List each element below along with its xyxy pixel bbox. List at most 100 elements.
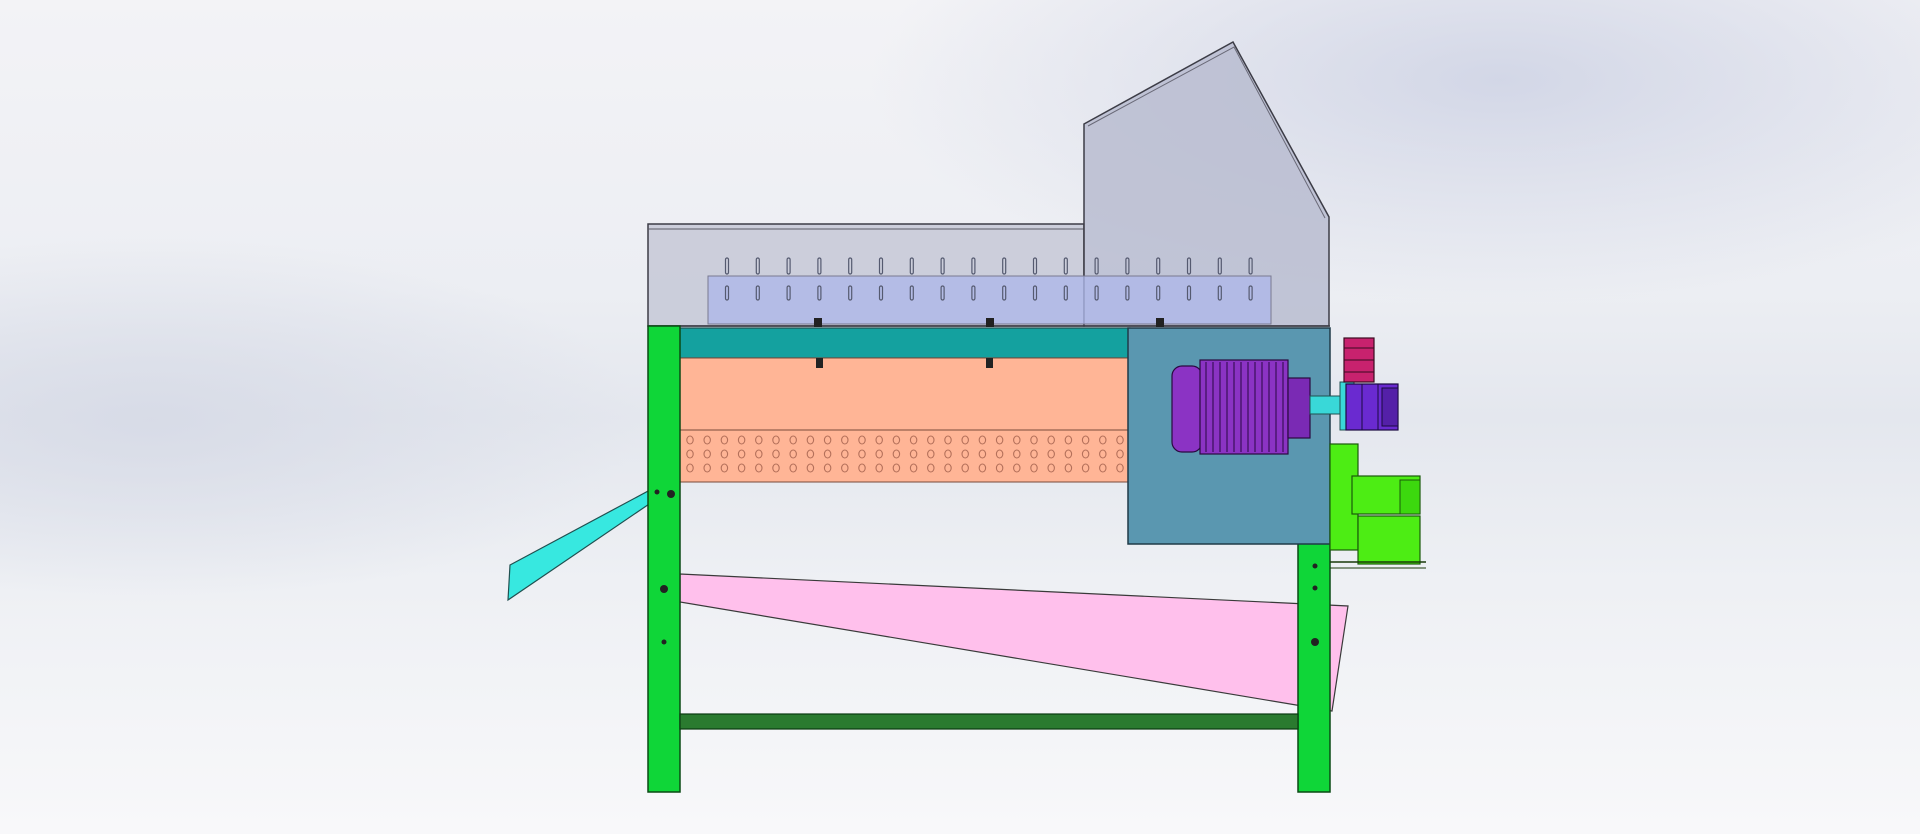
drum-hole xyxy=(1081,463,1090,473)
drum-hole xyxy=(1099,449,1107,459)
comb-tooth xyxy=(1156,257,1161,275)
comb-tooth xyxy=(1002,285,1007,301)
comb-tooth xyxy=(817,285,822,301)
drum-hole xyxy=(1116,449,1124,459)
motor-flange xyxy=(1287,377,1311,439)
comb-tooth xyxy=(1125,285,1130,301)
drum-hole xyxy=(1030,435,1038,445)
drum-hole xyxy=(806,463,815,473)
drum-holes xyxy=(686,435,1124,473)
drum-hole xyxy=(909,449,918,459)
drum-hole xyxy=(978,435,987,445)
drum-hole xyxy=(892,449,901,459)
comb-tooth xyxy=(1217,257,1222,275)
drum-hole xyxy=(875,449,883,459)
drum-hole xyxy=(789,449,797,459)
right-leg xyxy=(1297,539,1331,793)
hood xyxy=(647,40,1330,327)
comb-tooth xyxy=(755,285,760,301)
comb-tooth xyxy=(940,285,945,301)
drum-hole xyxy=(961,463,969,473)
comb-tooth xyxy=(971,285,976,301)
drum-hole xyxy=(772,435,780,445)
comb-tooth xyxy=(1186,285,1192,301)
drum-hole xyxy=(961,435,969,445)
drum-hole xyxy=(686,435,694,445)
drum-hole xyxy=(1081,449,1090,459)
leg-bolt xyxy=(1312,585,1318,591)
tooth-row xyxy=(724,257,1253,301)
drum-hole xyxy=(1013,435,1021,445)
drum-hole xyxy=(1064,449,1073,459)
bolt xyxy=(986,358,993,368)
drum-hole xyxy=(1081,435,1090,445)
leg-bolt xyxy=(660,585,668,593)
blower xyxy=(1329,443,1426,569)
leg-bolt xyxy=(667,490,675,498)
drum-hole xyxy=(927,435,935,445)
drum-hole xyxy=(1064,463,1073,473)
drum-hole xyxy=(703,463,711,473)
drum-hole xyxy=(875,463,883,473)
drum-hole xyxy=(789,463,797,473)
drum-perforated xyxy=(677,429,1131,483)
drum-hole xyxy=(703,435,711,445)
drum-hole xyxy=(892,435,901,445)
drum-hole xyxy=(823,449,832,459)
bolt xyxy=(816,358,823,368)
comb-tooth xyxy=(940,257,945,275)
drum-hole xyxy=(720,463,729,473)
motor-fins xyxy=(1205,362,1284,452)
drum-hole xyxy=(703,449,711,459)
comb-tooth xyxy=(786,257,791,275)
comb-tooth xyxy=(878,257,884,275)
drum-body xyxy=(677,357,1131,431)
drum-hole xyxy=(772,449,780,459)
comb-tooth xyxy=(1032,257,1038,275)
bolt xyxy=(1156,318,1164,327)
drum-hole xyxy=(806,435,815,445)
drum-hole xyxy=(1099,435,1107,445)
drum-hole xyxy=(1013,463,1021,473)
drum-hole xyxy=(772,463,780,473)
drum-hole xyxy=(892,463,901,473)
comb-tooth xyxy=(1063,285,1068,301)
drum-hole xyxy=(823,463,832,473)
tray xyxy=(679,573,1349,712)
drum-hole xyxy=(909,435,918,445)
drum-hole xyxy=(720,435,729,445)
drum-hole xyxy=(1116,435,1124,445)
bolts xyxy=(814,318,1164,368)
inner-rack xyxy=(707,275,1272,325)
comb-tooth xyxy=(848,285,853,301)
drum-hole xyxy=(755,435,763,445)
drum-hole xyxy=(1047,435,1055,445)
drum-hole xyxy=(1047,449,1055,459)
comb-tooth xyxy=(909,257,914,275)
comb-tooth xyxy=(971,257,976,275)
drum-hole xyxy=(686,449,694,459)
drum-hole xyxy=(1064,435,1073,445)
motor-endcap xyxy=(1171,365,1203,453)
drum-hole xyxy=(737,463,746,473)
drum-hole xyxy=(944,463,952,473)
comb-tooth xyxy=(909,285,914,301)
comb-tooth xyxy=(786,285,791,301)
comb-tooth xyxy=(1002,257,1007,275)
comb-tooth xyxy=(848,257,853,275)
drum-hole xyxy=(1116,463,1124,473)
leg-bolt xyxy=(661,639,667,645)
comb-tooth xyxy=(724,285,730,301)
comb-tooth xyxy=(1094,257,1099,275)
comb-tooth xyxy=(1217,285,1222,301)
drum-hole xyxy=(1013,449,1021,459)
comb-tooth xyxy=(1248,257,1253,275)
comb-tooth xyxy=(1094,285,1099,301)
drum-hole xyxy=(909,463,918,473)
drum-hole xyxy=(978,449,987,459)
top-band xyxy=(677,327,1131,359)
frame xyxy=(647,325,1331,793)
drum-hole xyxy=(841,435,849,445)
